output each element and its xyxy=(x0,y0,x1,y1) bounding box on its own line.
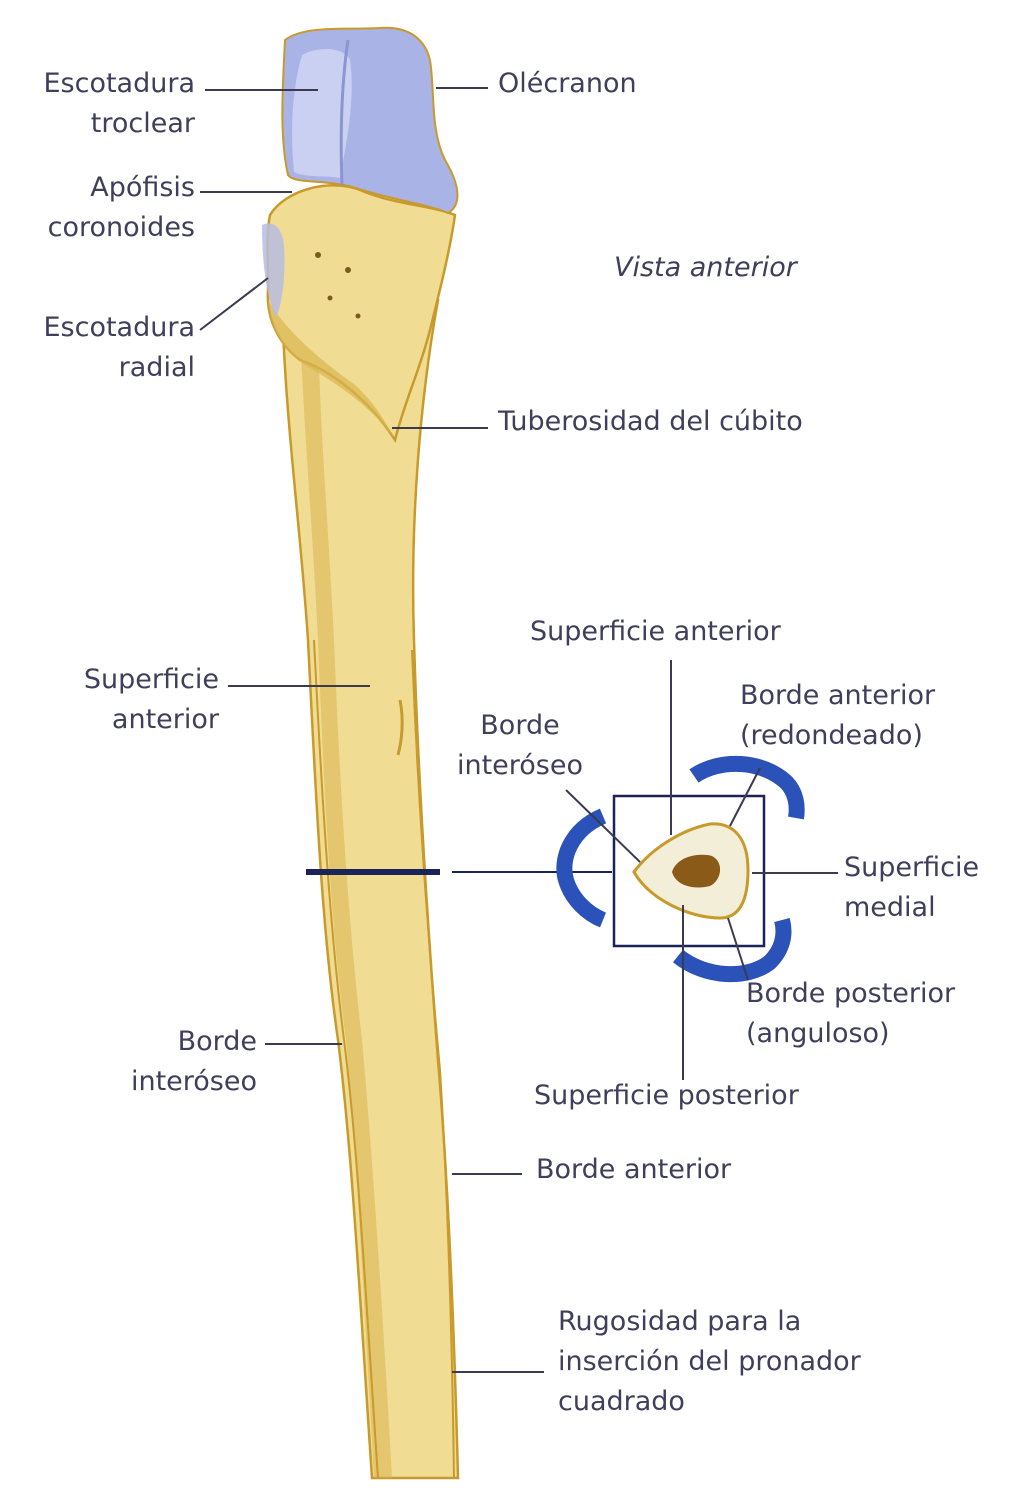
leader-inset-borde-posterior xyxy=(727,917,749,981)
coronoid-shading xyxy=(268,300,395,440)
label-line: interóseo xyxy=(456,750,584,781)
cross-section-inset xyxy=(556,660,838,1080)
label-line: Borde anterior xyxy=(740,680,936,711)
label-line: Escotadura xyxy=(43,312,195,343)
label-line: radial xyxy=(118,352,195,383)
olecranon-ridge xyxy=(339,39,350,186)
label-line: Borde xyxy=(177,1026,257,1057)
label-superficie-anterior: Superficie anterior xyxy=(84,660,219,740)
label-line: troclear xyxy=(90,108,195,139)
brace-posterior xyxy=(672,917,792,983)
label-borde-anterior: Borde anterior xyxy=(536,1154,732,1185)
label-line: Borde posterior xyxy=(746,978,956,1009)
label-line: cuadrado xyxy=(558,1386,685,1417)
view-title: Vista anterior xyxy=(614,252,797,283)
ulna-shaft-shading xyxy=(300,330,392,1478)
brace-anterior xyxy=(689,755,805,820)
label-line: Superficie xyxy=(83,664,219,695)
radial-notch xyxy=(262,223,285,318)
label-olecranon: Olécranon xyxy=(498,68,637,99)
shaft-groove xyxy=(396,699,404,756)
label-inset-borde-anterior: Borde anterior (redondeado) xyxy=(740,676,935,756)
label-tuberosidad: Tuberosidad del cúbito xyxy=(498,406,803,437)
nutrient-foramen xyxy=(345,267,351,273)
brace-interosseous xyxy=(556,808,607,928)
label-line: Escotadura xyxy=(43,68,195,99)
label-inset-borde-posterior: Borde posterior (anguloso) xyxy=(746,974,955,1054)
label-inset-superficie-medial: Superficie medial xyxy=(844,848,979,928)
label-line: anterior xyxy=(111,704,219,735)
nutrient-foramen xyxy=(315,252,321,258)
leader-inset-borde-anterior xyxy=(729,767,761,827)
label-inset-borde-interoseo: Borde interóseo xyxy=(440,706,600,786)
ulna-bone xyxy=(262,26,460,1480)
label-line: coronoides xyxy=(47,212,195,243)
cross-section-marrow xyxy=(672,854,721,888)
label-escotadura-radial: Escotadura radial xyxy=(43,308,195,388)
nutrient-foramen xyxy=(327,295,333,301)
label-line: Apófisis xyxy=(90,172,195,203)
label-line: (redondeado) xyxy=(740,720,923,751)
coronoid-process xyxy=(266,184,457,444)
label-inset-superficie-posterior: Superficie posterior xyxy=(534,1080,799,1111)
leader-lines xyxy=(199,87,544,1373)
label-escotadura-troclear: Escotadura troclear xyxy=(43,64,195,144)
label-line: Borde xyxy=(480,710,560,741)
label-rugosidad: Rugosidad para la inserción del pronador… xyxy=(558,1302,861,1422)
nutrient-foramen xyxy=(355,313,361,319)
label-line: Rugosidad para la xyxy=(558,1306,802,1337)
trochlear-notch-highlight xyxy=(292,48,352,178)
leader-inset-borde-interoseo xyxy=(565,789,641,863)
label-line: inserción del pronador xyxy=(558,1346,861,1377)
leader-escotadura-radial xyxy=(199,277,269,331)
label-borde-interoseo: Borde interóseo xyxy=(131,1022,257,1102)
anterior-ridge xyxy=(411,649,455,1479)
label-line: Superficie xyxy=(844,852,980,883)
interosseous-ridge xyxy=(313,639,379,1479)
label-apofisis-coronoides: Apófisis coronoides xyxy=(48,168,195,248)
label-line: (anguloso) xyxy=(746,1018,890,1049)
label-inset-superficie-anterior: Superficie anterior xyxy=(530,616,781,647)
label-line: medial xyxy=(844,892,936,923)
label-line: interóseo xyxy=(130,1066,257,1097)
